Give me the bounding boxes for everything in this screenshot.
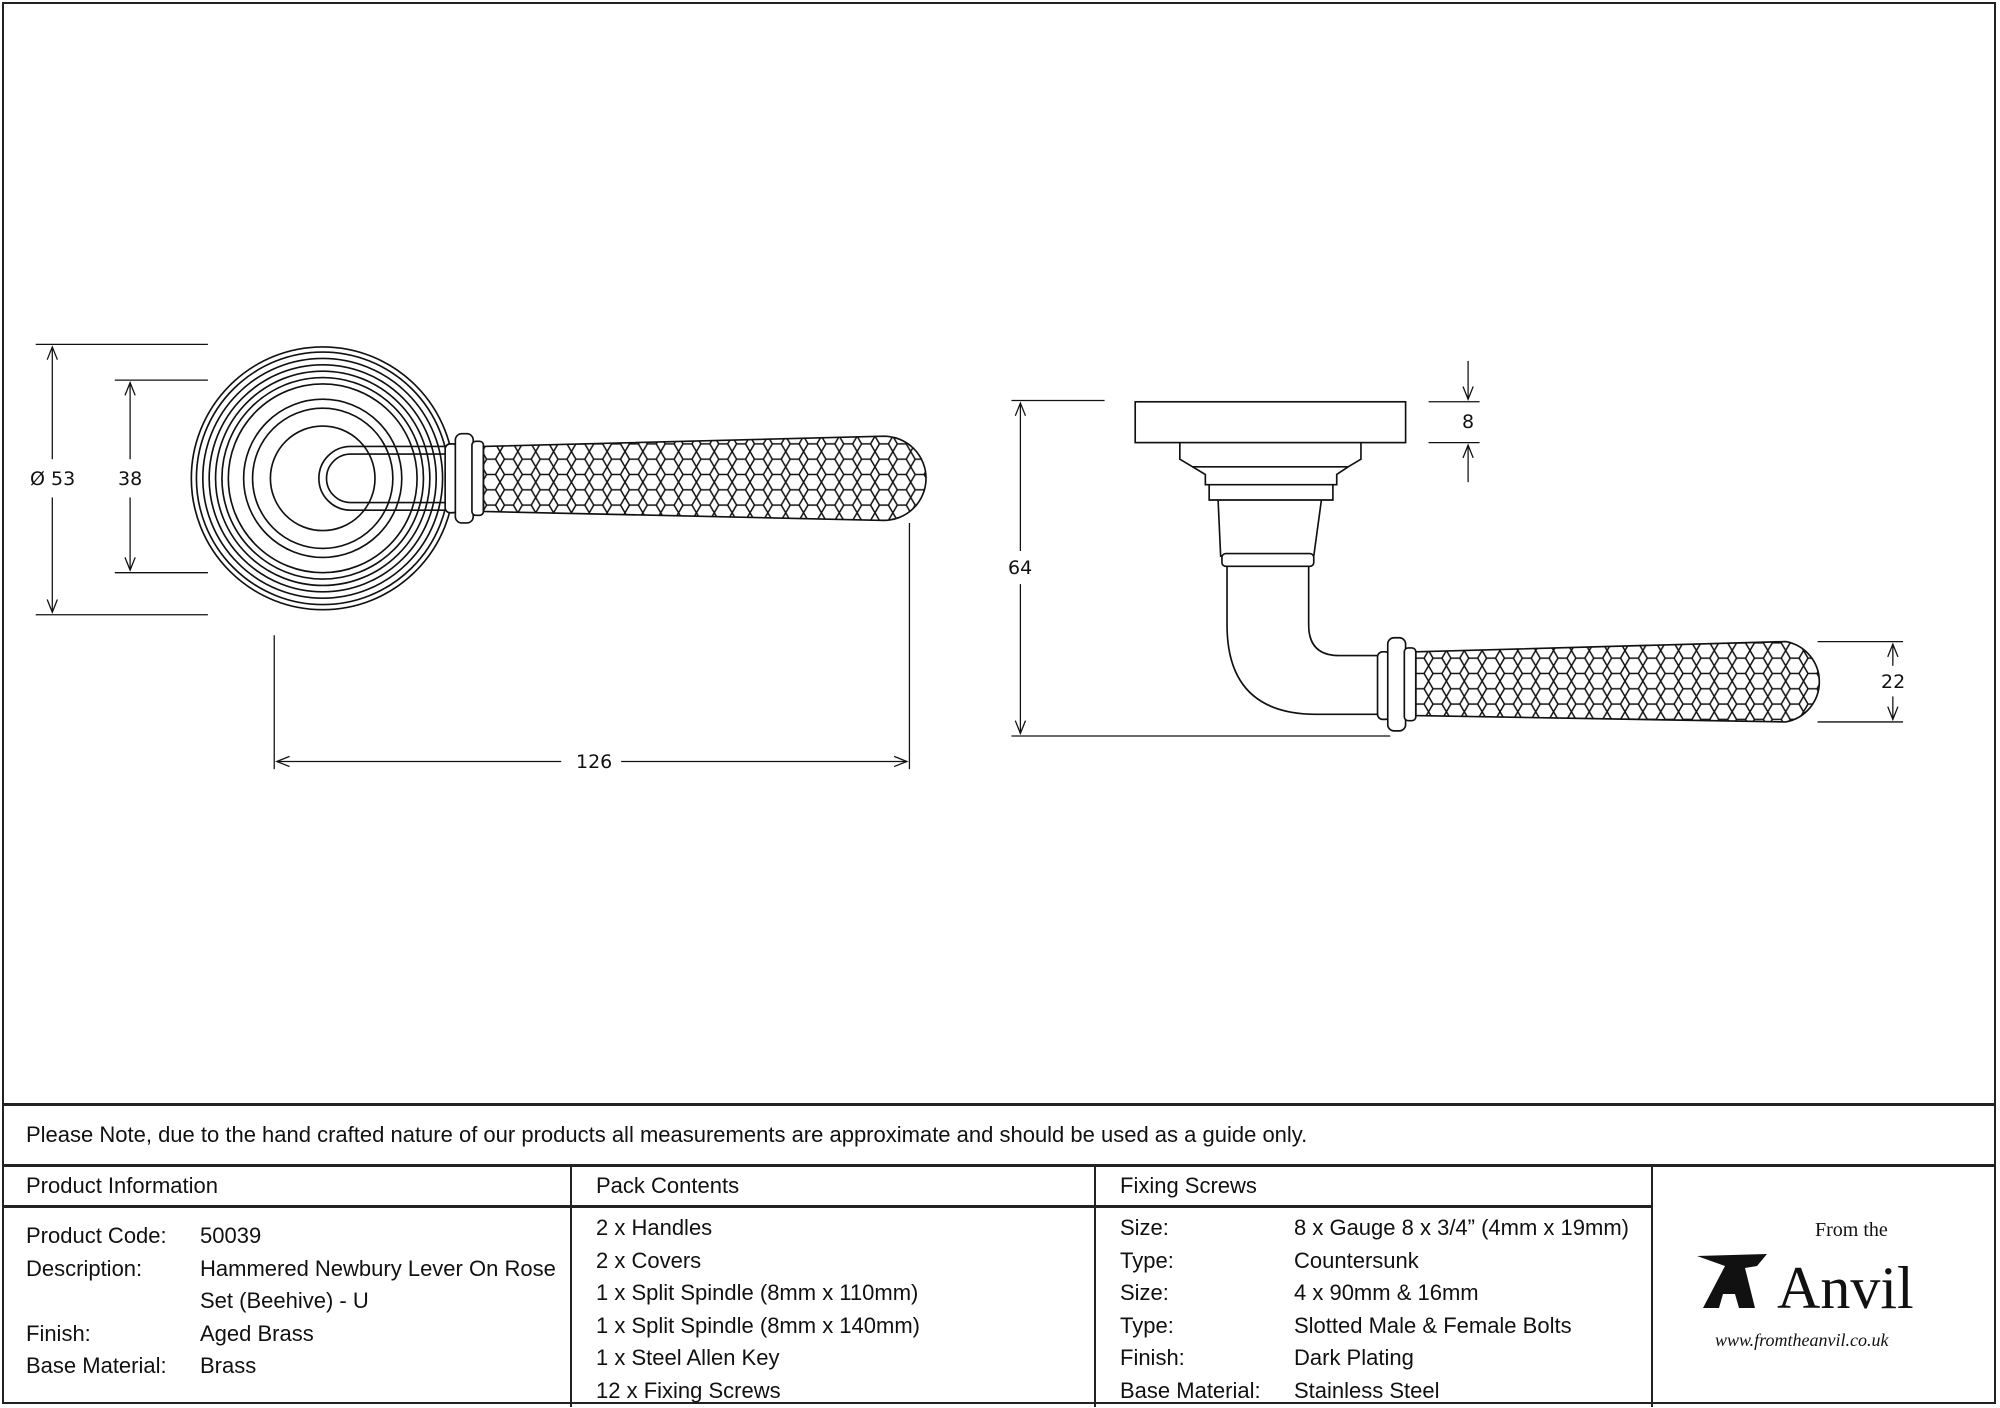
lever-front-view bbox=[444, 432, 927, 524]
dim-grip-height: 22 bbox=[1881, 671, 1905, 693]
info-table: Please Note, due to the hand crafted nat… bbox=[2, 1103, 1996, 1407]
disclaimer-note: Please Note, due to the hand crafted nat… bbox=[2, 1106, 1996, 1167]
logo-from-the: From the bbox=[1815, 1219, 1888, 1241]
label: Base Material: bbox=[1120, 1377, 1261, 1403]
label: Description: bbox=[26, 1255, 143, 1281]
fixing-screws-section: Fixing Screws Size: 8 x Gauge 8 x 3/4” (4… bbox=[1096, 1167, 1653, 1407]
label: Product Code: bbox=[26, 1223, 167, 1249]
label: Finish: bbox=[1120, 1345, 1185, 1371]
logo-brand: Anvil bbox=[1777, 1255, 1914, 1321]
pack-item: 12 x Fixing Screws bbox=[596, 1377, 781, 1403]
dim-projection: 64 bbox=[1008, 557, 1032, 579]
dimension-lines-side bbox=[1011, 360, 1904, 737]
value: 4 x 90mm & 16mm bbox=[1294, 1280, 1479, 1306]
dim-rose-diameter: Ø 53 bbox=[30, 468, 75, 490]
section-title: Product Information bbox=[2, 1167, 570, 1208]
value: Stainless Steel bbox=[1294, 1377, 1440, 1403]
value: Countersunk bbox=[1294, 1247, 1419, 1273]
finish: Aged Brass bbox=[200, 1320, 314, 1346]
description-cont: Set (Beehive) - U bbox=[200, 1288, 369, 1314]
value: Slotted Male & Female Bolts bbox=[1294, 1312, 1572, 1338]
pack-contents-section: Pack Contents 2 x Handles 2 x Covers 1 x… bbox=[572, 1167, 1096, 1407]
section-title: Pack Contents bbox=[572, 1167, 1094, 1208]
pack-item: 2 x Covers bbox=[596, 1247, 702, 1273]
dim-rose-thickness: 8 bbox=[1462, 411, 1474, 433]
pack-item: 1 x Split Spindle (8mm x 140mm) bbox=[596, 1312, 920, 1338]
logo-url: www.fromtheanvil.co.uk bbox=[1715, 1330, 1889, 1350]
dimension-lines-front bbox=[35, 343, 911, 770]
anvil-logo-icon: From the Anvil www.fromtheanvil.co.uk bbox=[1696, 1219, 1914, 1350]
dim-lever-length: 126 bbox=[576, 751, 612, 773]
pack-item: 2 x Handles bbox=[596, 1215, 713, 1241]
dim-rose-inner: 38 bbox=[118, 468, 142, 490]
label: Base Material: bbox=[26, 1353, 167, 1379]
value: 8 x Gauge 8 x 3/4” (4mm x 19mm) bbox=[1294, 1215, 1629, 1241]
pack-item: 1 x Split Spindle (8mm x 110mm) bbox=[596, 1280, 919, 1306]
label: Size: bbox=[1120, 1215, 1169, 1241]
rose-front-view bbox=[190, 346, 455, 611]
label: Type: bbox=[1120, 1312, 1174, 1338]
product-code: 50039 bbox=[200, 1223, 262, 1249]
description: Hammered Newbury Lever On Rose bbox=[200, 1255, 556, 1281]
from-the-anvil-logo: From the Anvil www.fromtheanvil.co.uk bbox=[1653, 1167, 1996, 1407]
side-view bbox=[1134, 400, 1821, 732]
base-material: Brass bbox=[200, 1353, 257, 1379]
value: Dark Plating bbox=[1294, 1345, 1414, 1371]
section-title: Fixing Screws bbox=[1096, 1167, 1651, 1208]
label: Size: bbox=[1120, 1280, 1169, 1306]
pack-item: 1 x Steel Allen Key bbox=[596, 1345, 780, 1371]
product-information-section: Product Information Product Code: 50039 D… bbox=[2, 1167, 572, 1407]
label: Type: bbox=[1120, 1247, 1174, 1273]
label: Finish: bbox=[26, 1320, 91, 1346]
